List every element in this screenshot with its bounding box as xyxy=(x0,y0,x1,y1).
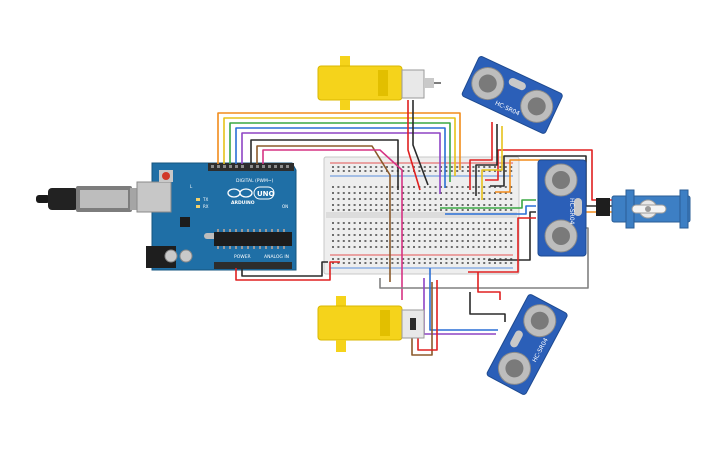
l-label: L xyxy=(190,184,193,189)
dc-motor-bottom xyxy=(317,296,425,352)
model-label: UNO xyxy=(257,190,275,198)
brand-label: ARDUINO xyxy=(231,200,255,206)
ultrasonic-sensor-bottom: HC-SR04 xyxy=(486,294,568,395)
arduino-uno-board: DIGITAL (PWM~) UNO ARDUINO TX RX L ON xyxy=(136,162,297,271)
digital-label: DIGITAL (PWM~) xyxy=(236,178,274,184)
analog-label: ANALOG IN xyxy=(264,254,289,260)
usb-cable xyxy=(36,186,152,212)
ultrasonic-sensor-right: HC-SR04 xyxy=(537,159,587,257)
on-label: ON xyxy=(282,204,288,209)
servo-motor xyxy=(596,189,691,229)
dc-motor-top xyxy=(317,56,441,110)
breadboard xyxy=(323,156,520,275)
tx-label: TX xyxy=(202,197,208,202)
rx-label: RX xyxy=(203,204,209,209)
arduino-logo: UNO ARDUINO xyxy=(227,186,275,206)
ultrasonic-sensor-top: HC-SR04 xyxy=(461,56,563,134)
power-analog-header xyxy=(214,262,292,269)
wires xyxy=(217,100,612,356)
power-label: POWER xyxy=(234,254,251,260)
atmega-chip xyxy=(214,232,292,246)
sensor-right-model: HC-SR04 xyxy=(568,198,575,225)
breadboard-holes xyxy=(332,166,513,264)
